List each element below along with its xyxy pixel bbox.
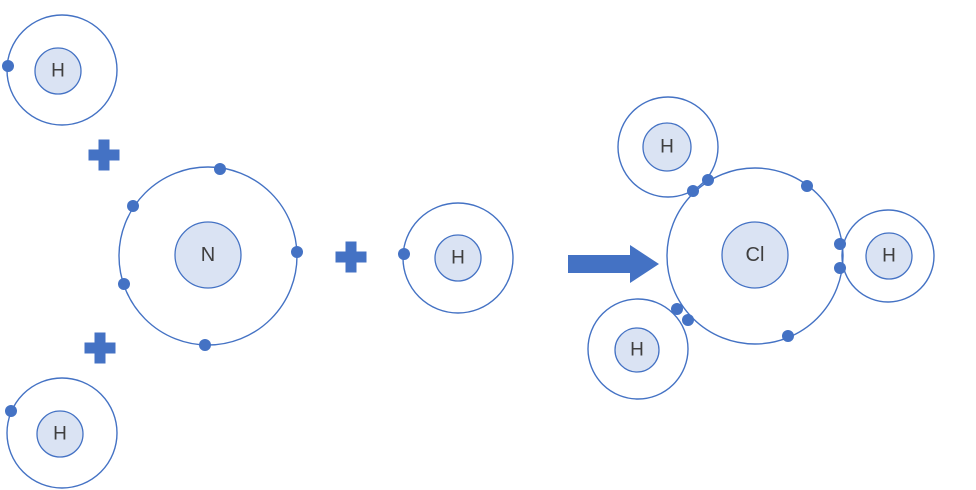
electron-dot [702,174,714,186]
atom-hydrogen-bottom-left: H [5,377,118,489]
electron-dot [682,314,694,326]
electron-dot [199,339,211,351]
electron-dot [127,200,139,212]
product-molecule: Cl H H H [587,96,935,400]
electron-dot [782,330,794,342]
nucleus [34,47,82,95]
atom-symbol: Cl [746,244,765,266]
nucleus [174,221,242,289]
atom-symbol: H [451,248,465,269]
electron-dot [834,238,846,250]
electron-dot [671,303,683,315]
nucleus [434,234,482,282]
nucleus [642,122,692,172]
atom-symbol: H [53,424,67,445]
electron-dot [5,405,17,417]
atom-product-center: Cl [666,167,844,345]
atom-product-hydrogen-right: H [841,209,935,303]
atom-hydrogen-top-left: H [2,14,118,126]
electron-dot [118,278,130,290]
plus-icon [84,332,116,364]
nucleus [721,221,789,289]
atom-symbol: H [882,246,896,267]
electron-shell [617,96,719,198]
atom-nitrogen: N [118,163,303,351]
atom-symbol: H [630,340,644,361]
electron-dot [801,180,813,192]
electron-dot [834,262,846,274]
atom-product-hydrogen-top: H [617,96,719,198]
atom-product-hydrogen-bottom: H [587,298,689,400]
electron-shell [6,377,118,489]
right-arrow-icon [568,245,659,283]
atom-symbol: H [660,137,674,158]
electron-dot [214,163,226,175]
nucleus [614,327,660,373]
nucleus [865,232,913,280]
atom-symbol: N [201,244,215,266]
plus-icon [88,139,120,171]
electron-shell [666,167,844,345]
nucleus [36,410,84,458]
electron-dot [687,185,699,197]
electron-shell [587,298,689,400]
electron-dot [2,60,14,72]
atom-symbol: H [51,61,65,82]
electron-shell [841,209,935,303]
atom-hydrogen-right: H [398,202,514,314]
plus-icon [335,241,367,273]
electron-dot [291,246,303,258]
electron-dot [398,248,410,260]
